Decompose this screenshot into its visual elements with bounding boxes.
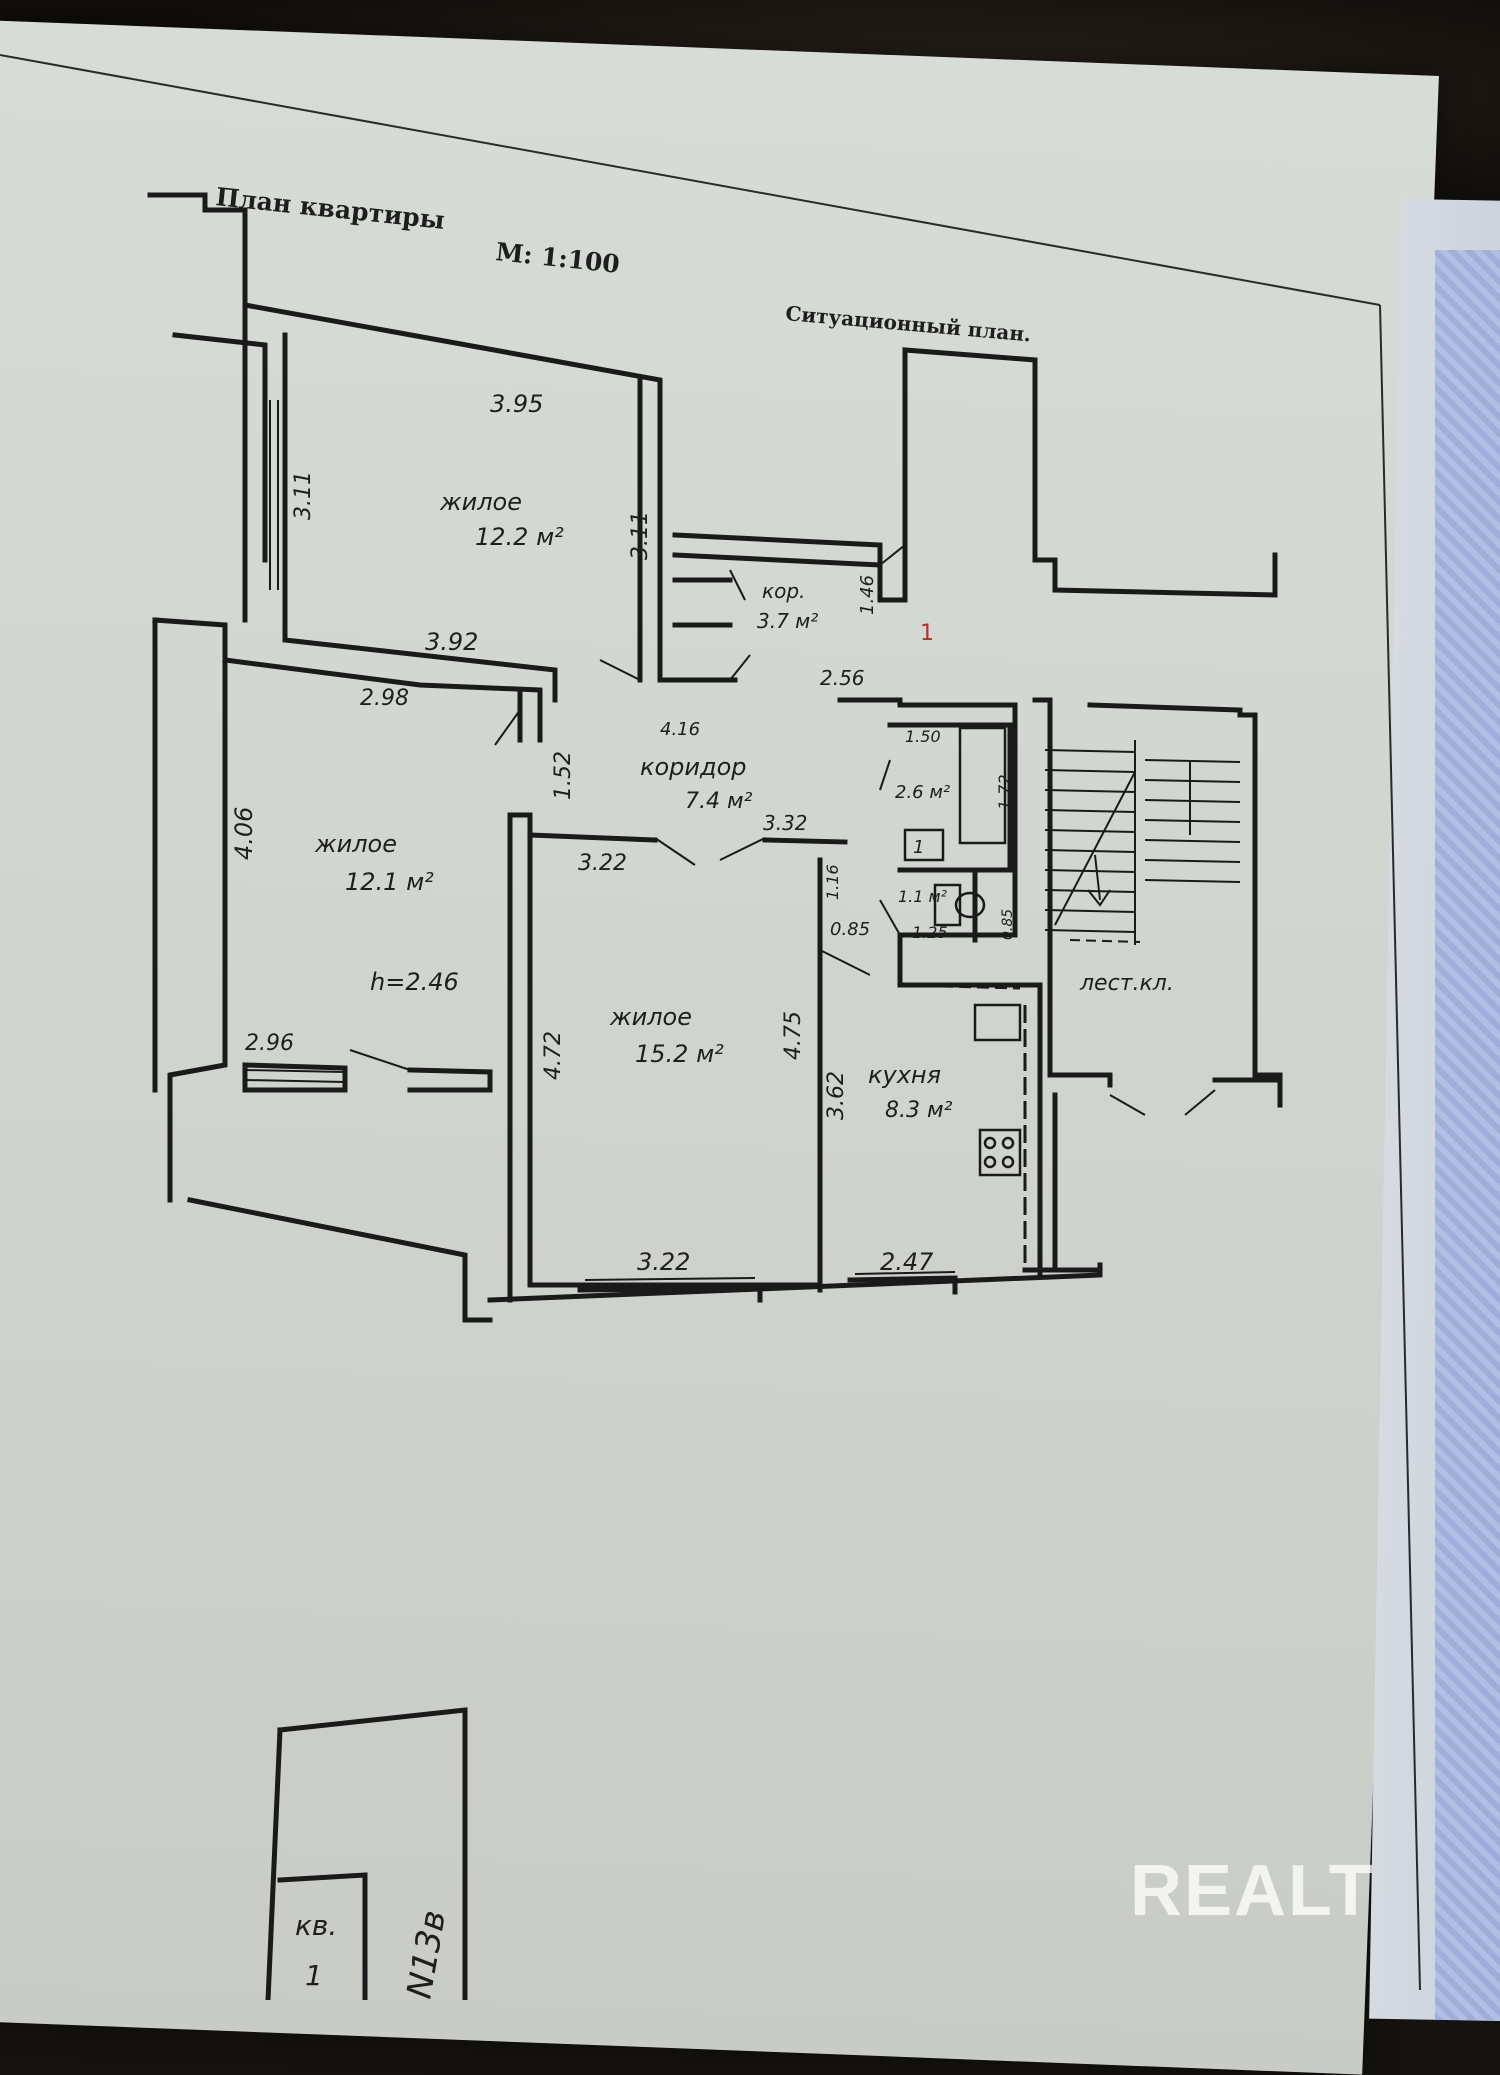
stamp-kv-label: кв. bbox=[295, 1909, 337, 1942]
site-plan-label: Ситуационный план. bbox=[785, 301, 1032, 346]
windows-doors bbox=[244, 400, 1216, 1281]
realt-watermark: REALT bbox=[1130, 1851, 1375, 1931]
room2-area: 12.1 м² bbox=[345, 868, 434, 896]
dim-r2-height: h=2.46 bbox=[370, 968, 459, 996]
dim-r1-bottom: 3.92 bbox=[425, 628, 478, 656]
wc-area: 1.1 м² bbox=[898, 887, 948, 906]
kitchen-name: кухня bbox=[868, 1061, 941, 1089]
dim-bath-w: 1.50 bbox=[905, 727, 941, 746]
dim-r3-right: 4.75 bbox=[781, 1011, 806, 1060]
dim-bath-h: 1.72 bbox=[995, 774, 1014, 810]
kor-area: 3.7 м² bbox=[757, 609, 818, 633]
plan-title: План квартиры bbox=[214, 182, 446, 235]
dim-r3-top: 3.22 bbox=[578, 851, 627, 876]
bathroom-fixtures bbox=[903, 726, 1022, 1177]
stamp-kv-number: 1 bbox=[305, 1959, 323, 1992]
page-border bbox=[0, 54, 1421, 1991]
corridor-name: коридор bbox=[640, 753, 747, 781]
apartment-mark: 1 bbox=[913, 837, 924, 858]
red-mark: 1 bbox=[920, 621, 934, 646]
room1-name: жилое bbox=[439, 488, 522, 516]
stair-label: лест.кл. bbox=[1079, 971, 1174, 996]
dim-r2-top: 2.98 bbox=[360, 686, 409, 711]
dim-corr-width: 1.52 bbox=[551, 751, 576, 800]
room1-area: 12.2 м² bbox=[475, 523, 564, 551]
dim-r1-right: 3.11 bbox=[628, 511, 653, 560]
room2-name: жилое bbox=[314, 830, 397, 858]
dim-wc-h: 0.85 bbox=[1000, 909, 1016, 940]
dim-kor-bottom: 2.56 bbox=[820, 666, 865, 690]
dim-door-w: 0.85 bbox=[830, 919, 870, 940]
dim-wc-w: 1.25 bbox=[912, 923, 948, 942]
dim-corr-top: 4.16 bbox=[660, 719, 700, 740]
floor-plan: План квартиры М: 1:100 Ситуационный план… bbox=[0, 54, 1421, 2000]
bath-area: 2.6 м² bbox=[895, 782, 950, 803]
dim-r2-bottom: 2.96 bbox=[245, 1031, 294, 1056]
dim-r1-top: 3.95 bbox=[490, 390, 543, 418]
dim-kor-right: 1.46 bbox=[857, 575, 878, 615]
document-pattern bbox=[1435, 250, 1500, 2020]
dim-r1-left: 3.11 bbox=[291, 471, 316, 520]
room3-area: 15.2 м² bbox=[635, 1040, 724, 1068]
dim-kit-bottom: 2.47 bbox=[880, 1248, 934, 1276]
dimension-labels: 3.95 3.11 3.11 3.92 1.46 2.56 2.98 4.06 … bbox=[230, 390, 1016, 1276]
kor-name: кор. bbox=[762, 579, 805, 603]
kitchen-area: 8.3 м² bbox=[885, 1098, 953, 1123]
corridor-area: 7.4 м² bbox=[685, 789, 753, 814]
dim-r2-left: 4.06 bbox=[230, 807, 258, 860]
room3-name: жилое bbox=[609, 1003, 692, 1031]
plan-scale: М: 1:100 bbox=[494, 237, 621, 279]
kitchen-top-dashed bbox=[904, 983, 1021, 990]
dim-corr-bottom: 3.32 bbox=[763, 811, 808, 835]
dim-kit-left: 3.62 bbox=[824, 1071, 849, 1120]
walls bbox=[147, 192, 1283, 2000]
stamp-number: N13в bbox=[399, 1907, 454, 2000]
dim-door-h: 1.16 bbox=[823, 864, 842, 900]
stairs bbox=[1044, 740, 1241, 945]
dim-r3-left: 4.72 bbox=[541, 1031, 566, 1080]
dim-r3-bottom: 3.22 bbox=[637, 1248, 690, 1276]
